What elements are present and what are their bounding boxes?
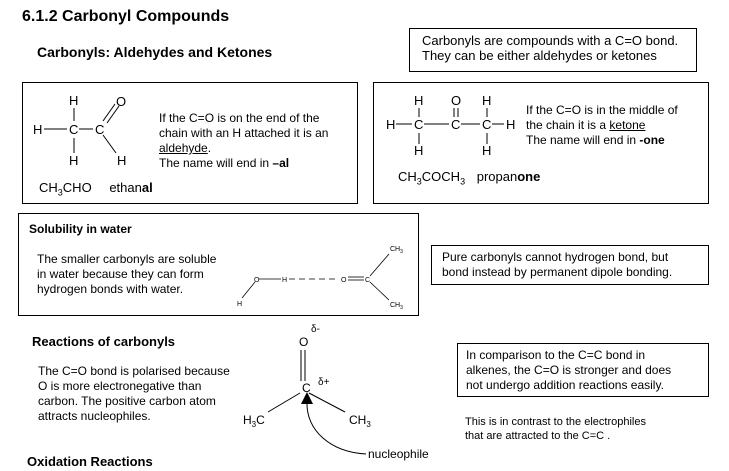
atom-o: O bbox=[451, 93, 461, 108]
carbonyl-o: O bbox=[341, 277, 347, 284]
atom-h-bottom: H bbox=[69, 153, 78, 168]
atom-h-bottom-1: H bbox=[414, 143, 423, 158]
carbonyl-c: C bbox=[365, 277, 370, 284]
ketone-formula: CH3COCH3 propanone bbox=[398, 169, 541, 187]
water-o: O bbox=[254, 277, 260, 284]
ketone-description: If the C=O is in the middle of the chain… bbox=[526, 103, 678, 147]
arrow-head bbox=[301, 392, 313, 404]
solubility-box: Solubility in water The smaller carbonyl… bbox=[18, 213, 419, 316]
ketone-box: H O H H C C C H H H If the C=O is in the… bbox=[373, 82, 709, 204]
section-subtitle: Carbonyls: Aldehydes and Ketones bbox=[37, 44, 273, 60]
aldehyde-structure: H H C C H O H bbox=[33, 93, 126, 168]
dipole-box: Pure carbonyls cannot hydrogen bond, but… bbox=[431, 245, 709, 285]
atom-c1: C bbox=[69, 122, 78, 137]
water-h: H bbox=[282, 277, 287, 284]
contrast-note: This is in contrast to the electrophiles… bbox=[465, 416, 646, 442]
atom-h-top-1: H bbox=[414, 93, 423, 108]
reactions-heading: Reactions of carbonyls bbox=[32, 334, 176, 349]
ketone-suffix: -one bbox=[639, 133, 665, 147]
ketone-line-1: If the C=O is in the middle of bbox=[526, 103, 678, 117]
solubility-text: The smaller carbonyls are soluble in wat… bbox=[37, 252, 217, 296]
atom-h-right: H bbox=[506, 117, 515, 132]
atom-c1: C bbox=[414, 117, 423, 132]
aldehyde-suffix: –al bbox=[272, 156, 290, 170]
atom-c2: C bbox=[95, 122, 104, 137]
aldehyde-description: If the C=O is on the end of the chain wi… bbox=[159, 111, 329, 170]
atom-c3: C bbox=[482, 117, 491, 132]
methyl-top: CH3 bbox=[390, 246, 403, 255]
comparison-box: In comparison to the C=C bond in alkenes… bbox=[457, 343, 709, 397]
solubility-heading: Solubility in water bbox=[29, 222, 132, 236]
hydrogen-bond-diagram: O H H O C CH3 CH3 bbox=[237, 246, 403, 311]
atom-o: O bbox=[116, 94, 126, 109]
water-h-lower: H bbox=[237, 301, 242, 308]
atom-c2: C bbox=[451, 117, 460, 132]
ketone-name: propanone bbox=[476, 169, 541, 184]
aldehyde-box: H H C C H O H If the C=O is on the end o… bbox=[22, 82, 358, 204]
definition-box: Carbonyls are compounds with a C=O bond.… bbox=[409, 28, 697, 72]
aldehyde-name: ethanal bbox=[109, 180, 153, 195]
definition-line-1: Carbonyls are compounds with a C=O bond. bbox=[422, 33, 679, 48]
atom-h-left: H bbox=[33, 122, 42, 137]
diagram-c: C bbox=[302, 381, 311, 395]
definition-line-2: They can be either aldehydes or ketones bbox=[422, 48, 657, 63]
page-title: 6.1.2 Carbonyl Compounds bbox=[22, 8, 230, 25]
ketone-structure: H O H H C C C H H H bbox=[386, 93, 515, 158]
atom-h-left: H bbox=[386, 117, 395, 132]
ch3-group: CH3 bbox=[349, 413, 371, 429]
diagram-o: O bbox=[299, 335, 308, 349]
aldehyde-formula: CH3CHO ethanal bbox=[39, 180, 153, 198]
atom-h-bottom-3: H bbox=[482, 143, 491, 158]
methyl-bottom: CH3 bbox=[390, 302, 403, 311]
h3c-group: H3C bbox=[243, 413, 265, 429]
nucleophile-label: nucleophile bbox=[368, 447, 429, 461]
aldehyde-term: aldehyde bbox=[159, 141, 208, 155]
atom-h-top: H bbox=[69, 93, 78, 108]
delta-plus: δ+ bbox=[318, 377, 330, 388]
aldehyde-line-2: chain with an H attached it is an bbox=[159, 126, 329, 140]
atom-h-right: H bbox=[117, 153, 126, 168]
ketone-term: ketone bbox=[609, 118, 646, 132]
reactions-text: The C=O bond is polarised because O is m… bbox=[38, 364, 230, 423]
aldehyde-line-1: If the C=O is on the end of the bbox=[159, 111, 320, 125]
oxidation-heading: Oxidation Reactions bbox=[27, 454, 153, 469]
delta-minus: δ- bbox=[311, 324, 320, 335]
nucleophile-arrow bbox=[306, 401, 367, 455]
atom-h-top-3: H bbox=[482, 93, 491, 108]
